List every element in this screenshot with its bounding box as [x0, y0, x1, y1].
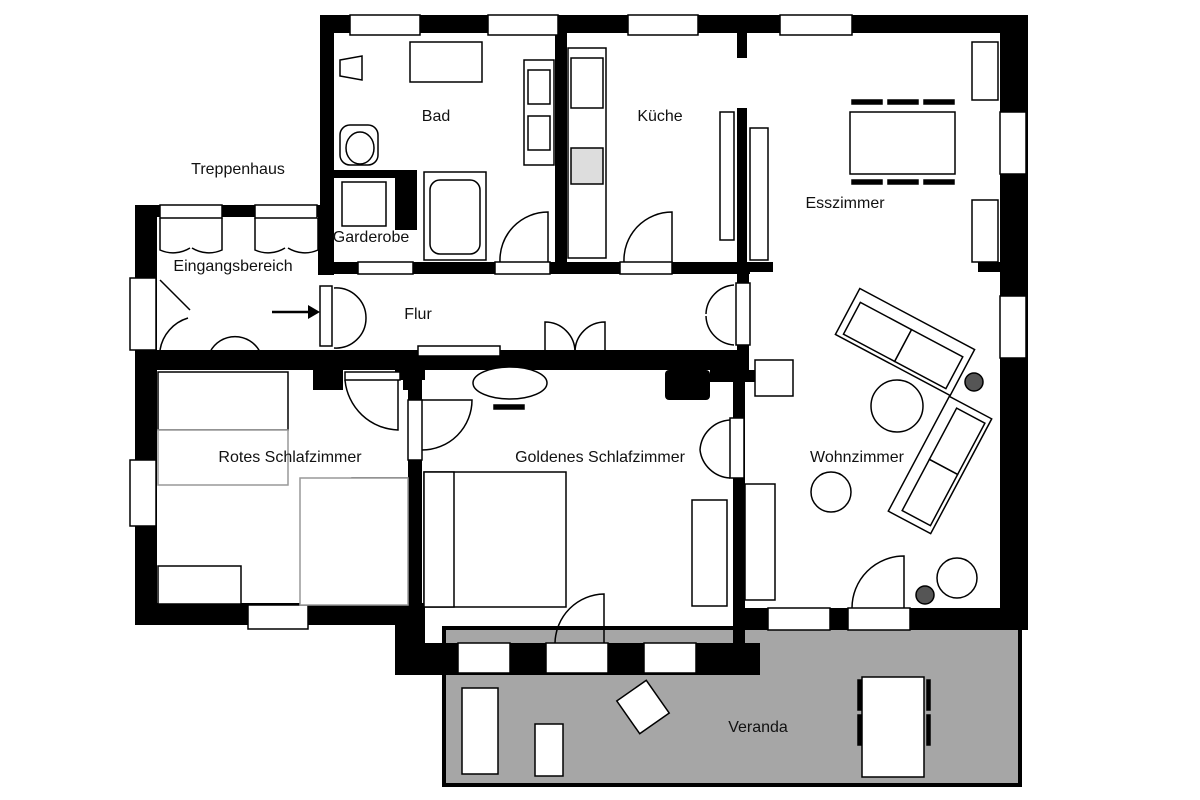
label-garderobe: Garderobe	[333, 229, 410, 246]
label-esszimmer: Esszimmer	[805, 195, 885, 212]
windows	[129, 14, 1027, 674]
label-kueche: Küche	[637, 108, 682, 125]
label-flur: Flur	[404, 306, 432, 323]
doors	[159, 111, 905, 644]
entrance-arrow-icon	[272, 305, 320, 319]
label-veranda: Veranda	[728, 719, 788, 736]
label-rotes-schlafzimmer: Rotes Schlafzimmer	[218, 449, 362, 466]
label-wohnzimmer: Wohnzimmer	[810, 449, 905, 466]
room-labels: Bad Küche Esszimmer Treppenhaus Garderob…	[173, 108, 904, 736]
label-eingangsbereich: Eingangsbereich	[173, 258, 292, 275]
label-goldenes-schlafzimmer: Goldenes Schlafzimmer	[515, 449, 686, 466]
label-bad: Bad	[422, 108, 450, 125]
furniture	[157, 41, 993, 778]
label-treppenhaus: Treppenhaus	[191, 161, 285, 178]
